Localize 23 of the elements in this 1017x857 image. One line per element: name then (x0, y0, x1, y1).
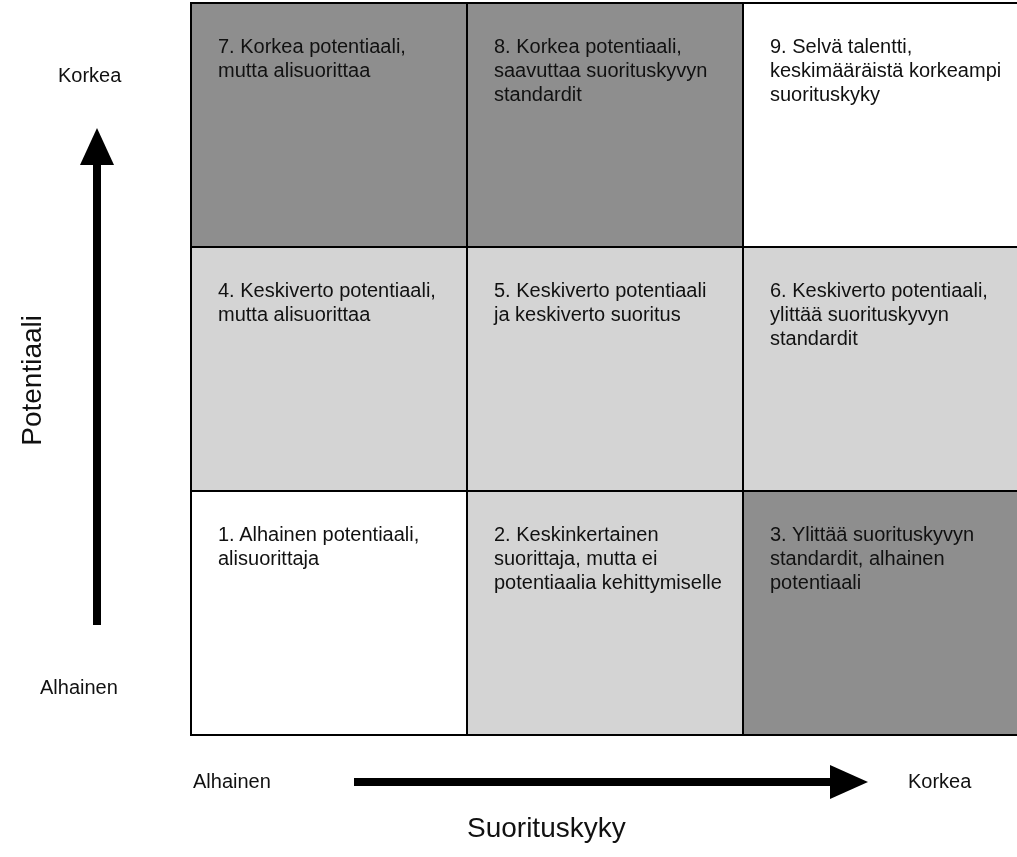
cell-text: 6. Keskiverto potentiaali, ylittää suorituskyvyn standardit (770, 278, 989, 350)
grid-cell (190, 490, 468, 736)
axis-end-label: Korkea (58, 64, 122, 87)
cell-text: 8. Korkea potentiaali, saavuttaa suorituskyvyn standardit (494, 34, 709, 106)
axis-end-label: Korkea (908, 770, 972, 793)
cell-text: 7. Korkea potentiaali, mutta alisuorittaa (218, 34, 407, 82)
axis-end-label: Alhainen (40, 676, 118, 699)
grid-cell (466, 2, 744, 248)
axis-title: Suorituskyky (467, 812, 626, 844)
cell-text: 1. Alhainen potentiaali, alisuorittaja (218, 522, 421, 570)
cell-text: 3. Ylittää suorituskyvyn standardit, alhainen potentiaali (770, 522, 976, 594)
cell-text: 9. Selvä talentti, keskimääräistä korkeampi suorituskyky (770, 34, 1002, 106)
grid-cell (190, 2, 468, 248)
grid-cell (190, 246, 468, 492)
axis-title: Potentiaali (16, 314, 48, 446)
cell-text: 4. Keskiverto potentiaali, mutta alisuorittaa (218, 278, 437, 326)
grid-cell (742, 490, 1017, 736)
grid-cell (466, 246, 744, 492)
cell-text: 2. Keskinkertainen suorittaja, mutta ei potentiaalia kehittymiselle (494, 522, 723, 594)
grid-cell (742, 246, 1017, 492)
grid-cell (466, 490, 744, 736)
cell-text: 5. Keskiverto potentiaali ja keskiverto suoritus (494, 278, 708, 326)
axis-end-label: Alhainen (193, 770, 271, 793)
